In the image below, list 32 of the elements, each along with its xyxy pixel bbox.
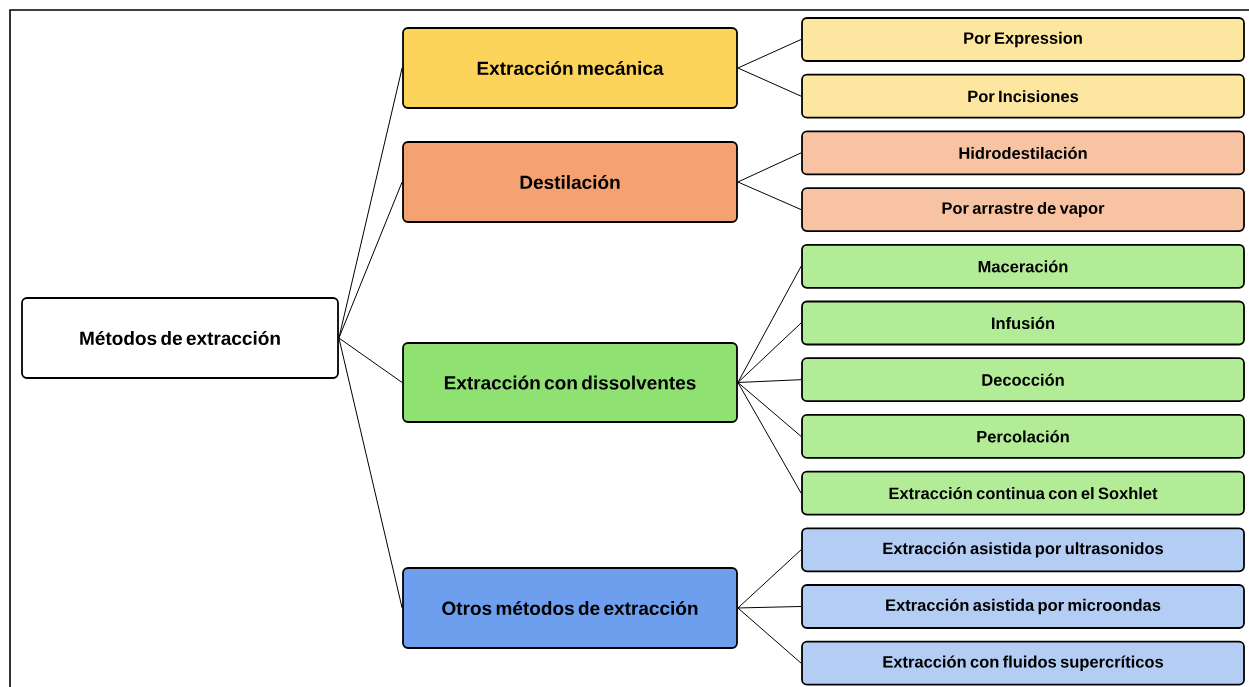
method-box: Infusión [801,300,1245,346]
connector-line [338,337,403,609]
method-box: Hidrodestilación [801,130,1245,176]
method-box: Extracción continua con el Soxhlet [801,470,1245,516]
method-box: Por Expression [801,17,1245,62]
connector-line [737,382,802,494]
category-box: Extracción con dissolventes [402,342,738,423]
connector-line [737,181,802,211]
method-box: Extracción con fluidos supercríticos [801,640,1245,686]
method-box: Decocción [801,357,1245,403]
connector-line [737,607,802,664]
connector-line [737,549,802,609]
category-box: Destilación [402,141,738,223]
connector-line [737,382,802,437]
category-box: Extracción mecánica [402,27,738,109]
connector-line [737,265,802,383]
connector-line [737,606,802,609]
connector-line [338,181,403,339]
method-box: Extracción asistida por microondas [801,584,1245,629]
method-box: Por arrastre de vapor [801,187,1245,232]
method-box: Maceración [801,243,1245,289]
method-box: Extracción asistida por ultrasonidos [801,527,1245,573]
connector-line [338,337,403,383]
method-box: Por Incisiones [801,73,1245,119]
connector-line [737,152,802,183]
category-box: Otros métodos de extracción [402,567,738,649]
connector-line [737,322,802,383]
connector-line [737,67,802,97]
connector-line [737,379,802,383]
root-box: Métodos de extracción [21,297,339,379]
method-box: Percolación [801,414,1245,459]
connector-line [737,39,802,69]
